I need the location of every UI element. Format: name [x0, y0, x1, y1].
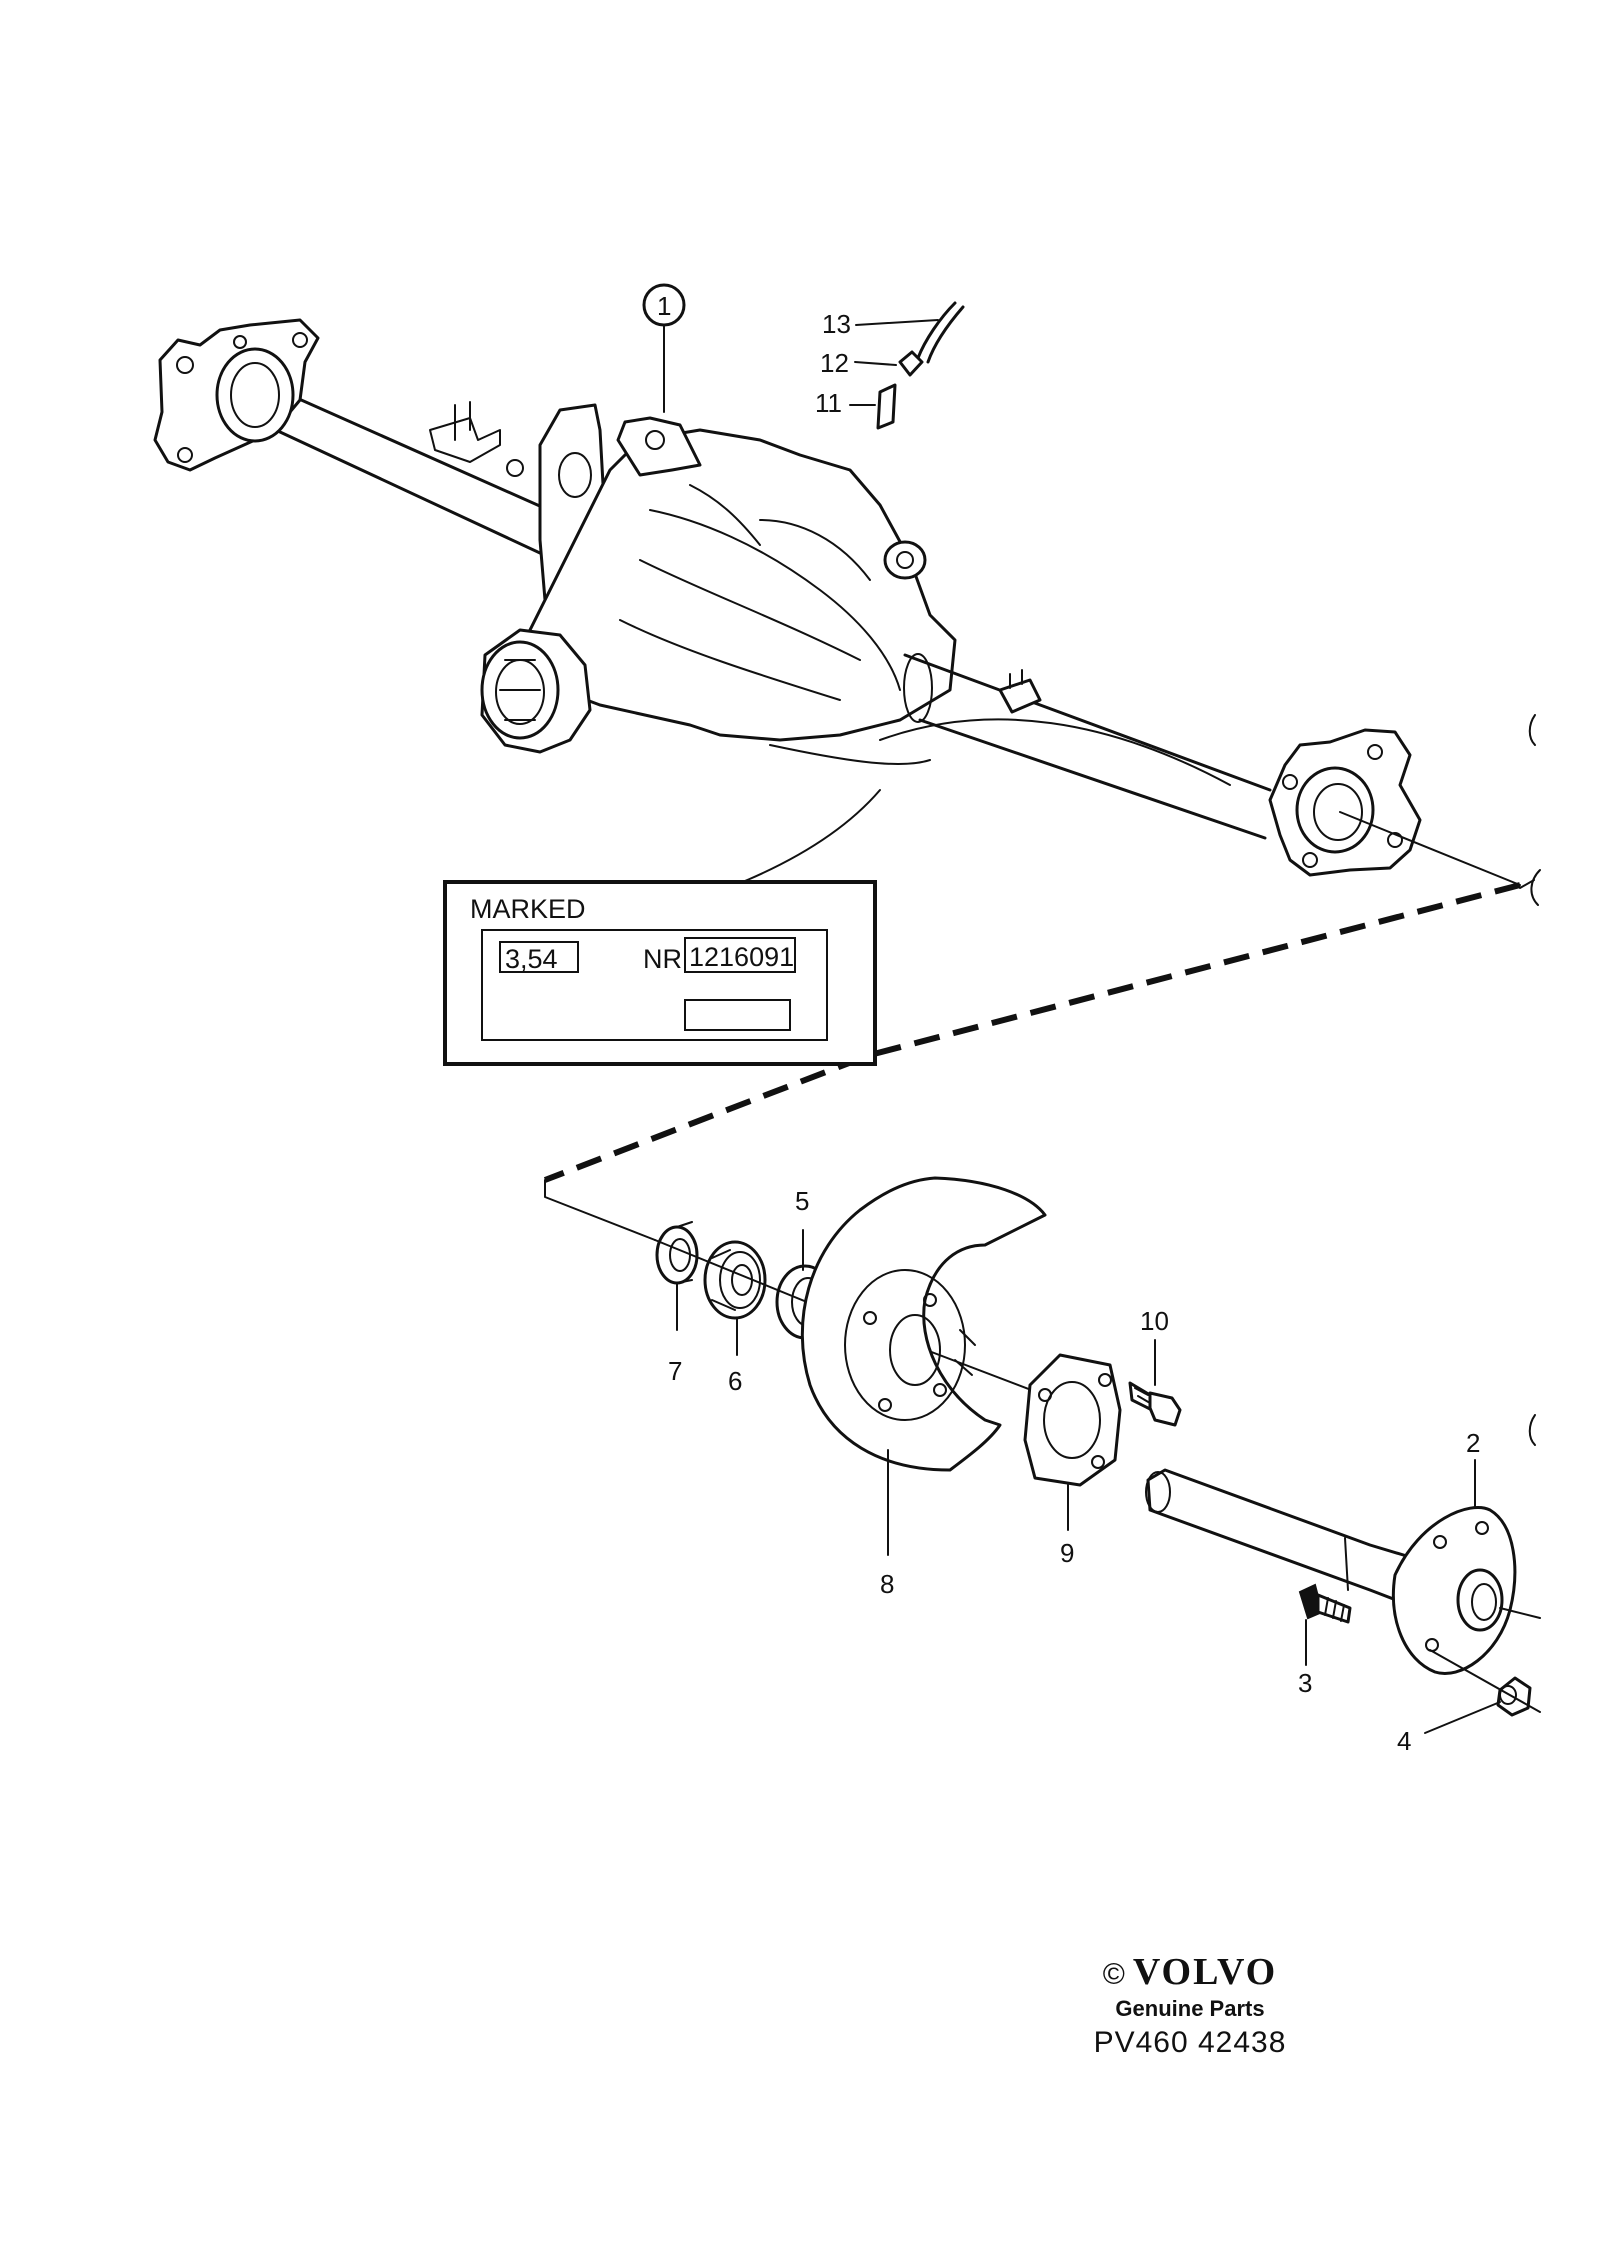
callout-1: 1: [657, 291, 671, 321]
nr-label: NR: [643, 944, 682, 974]
genuine-parts-label: Genuine Parts: [1115, 1996, 1265, 2021]
callout-2: 2: [1466, 1428, 1480, 1458]
callout-9: 9: [1060, 1538, 1074, 1568]
callout-4: 4: [1397, 1726, 1411, 1756]
illustration-reference: PV460 42438: [1093, 2026, 1287, 2059]
callout-numbers: 1 2 3 4 5 6 7 8 9 10 11 12 13: [657, 291, 1480, 1756]
nr-value: 1216091: [689, 942, 794, 972]
callout-8: 8: [880, 1569, 894, 1599]
brand-line: ©VOLVO: [1070, 1950, 1310, 1994]
exploded-hub-parts: [654, 1176, 1541, 1717]
callout-11: 11: [815, 388, 842, 418]
callout-10: 10: [1140, 1306, 1169, 1336]
brand-name: VOLVO: [1132, 1951, 1278, 1993]
callout-13: 13: [822, 309, 851, 339]
sensor-parts: [849, 301, 965, 430]
callout-6: 6: [728, 1366, 742, 1396]
ratio-value: 3,54: [505, 944, 558, 974]
copyright-symbol: ©: [1102, 1958, 1127, 1991]
explosion-leader: [543, 714, 1541, 1446]
callout-5: 5: [795, 1186, 809, 1216]
callout-12: 12: [820, 348, 849, 378]
callout-leaders: [642, 283, 1501, 1734]
callout-3: 3: [1298, 1668, 1312, 1698]
marked-title: MARKED: [470, 894, 586, 924]
callout-7: 7: [668, 1356, 682, 1386]
volvo-genuine-parts-logo: ©VOLVO Genuine Parts PV460 42438: [1070, 1950, 1310, 2060]
marked-label: MARKED 3,54 NR 1216091: [443, 880, 877, 1066]
axle-housing: [153, 318, 1521, 936]
